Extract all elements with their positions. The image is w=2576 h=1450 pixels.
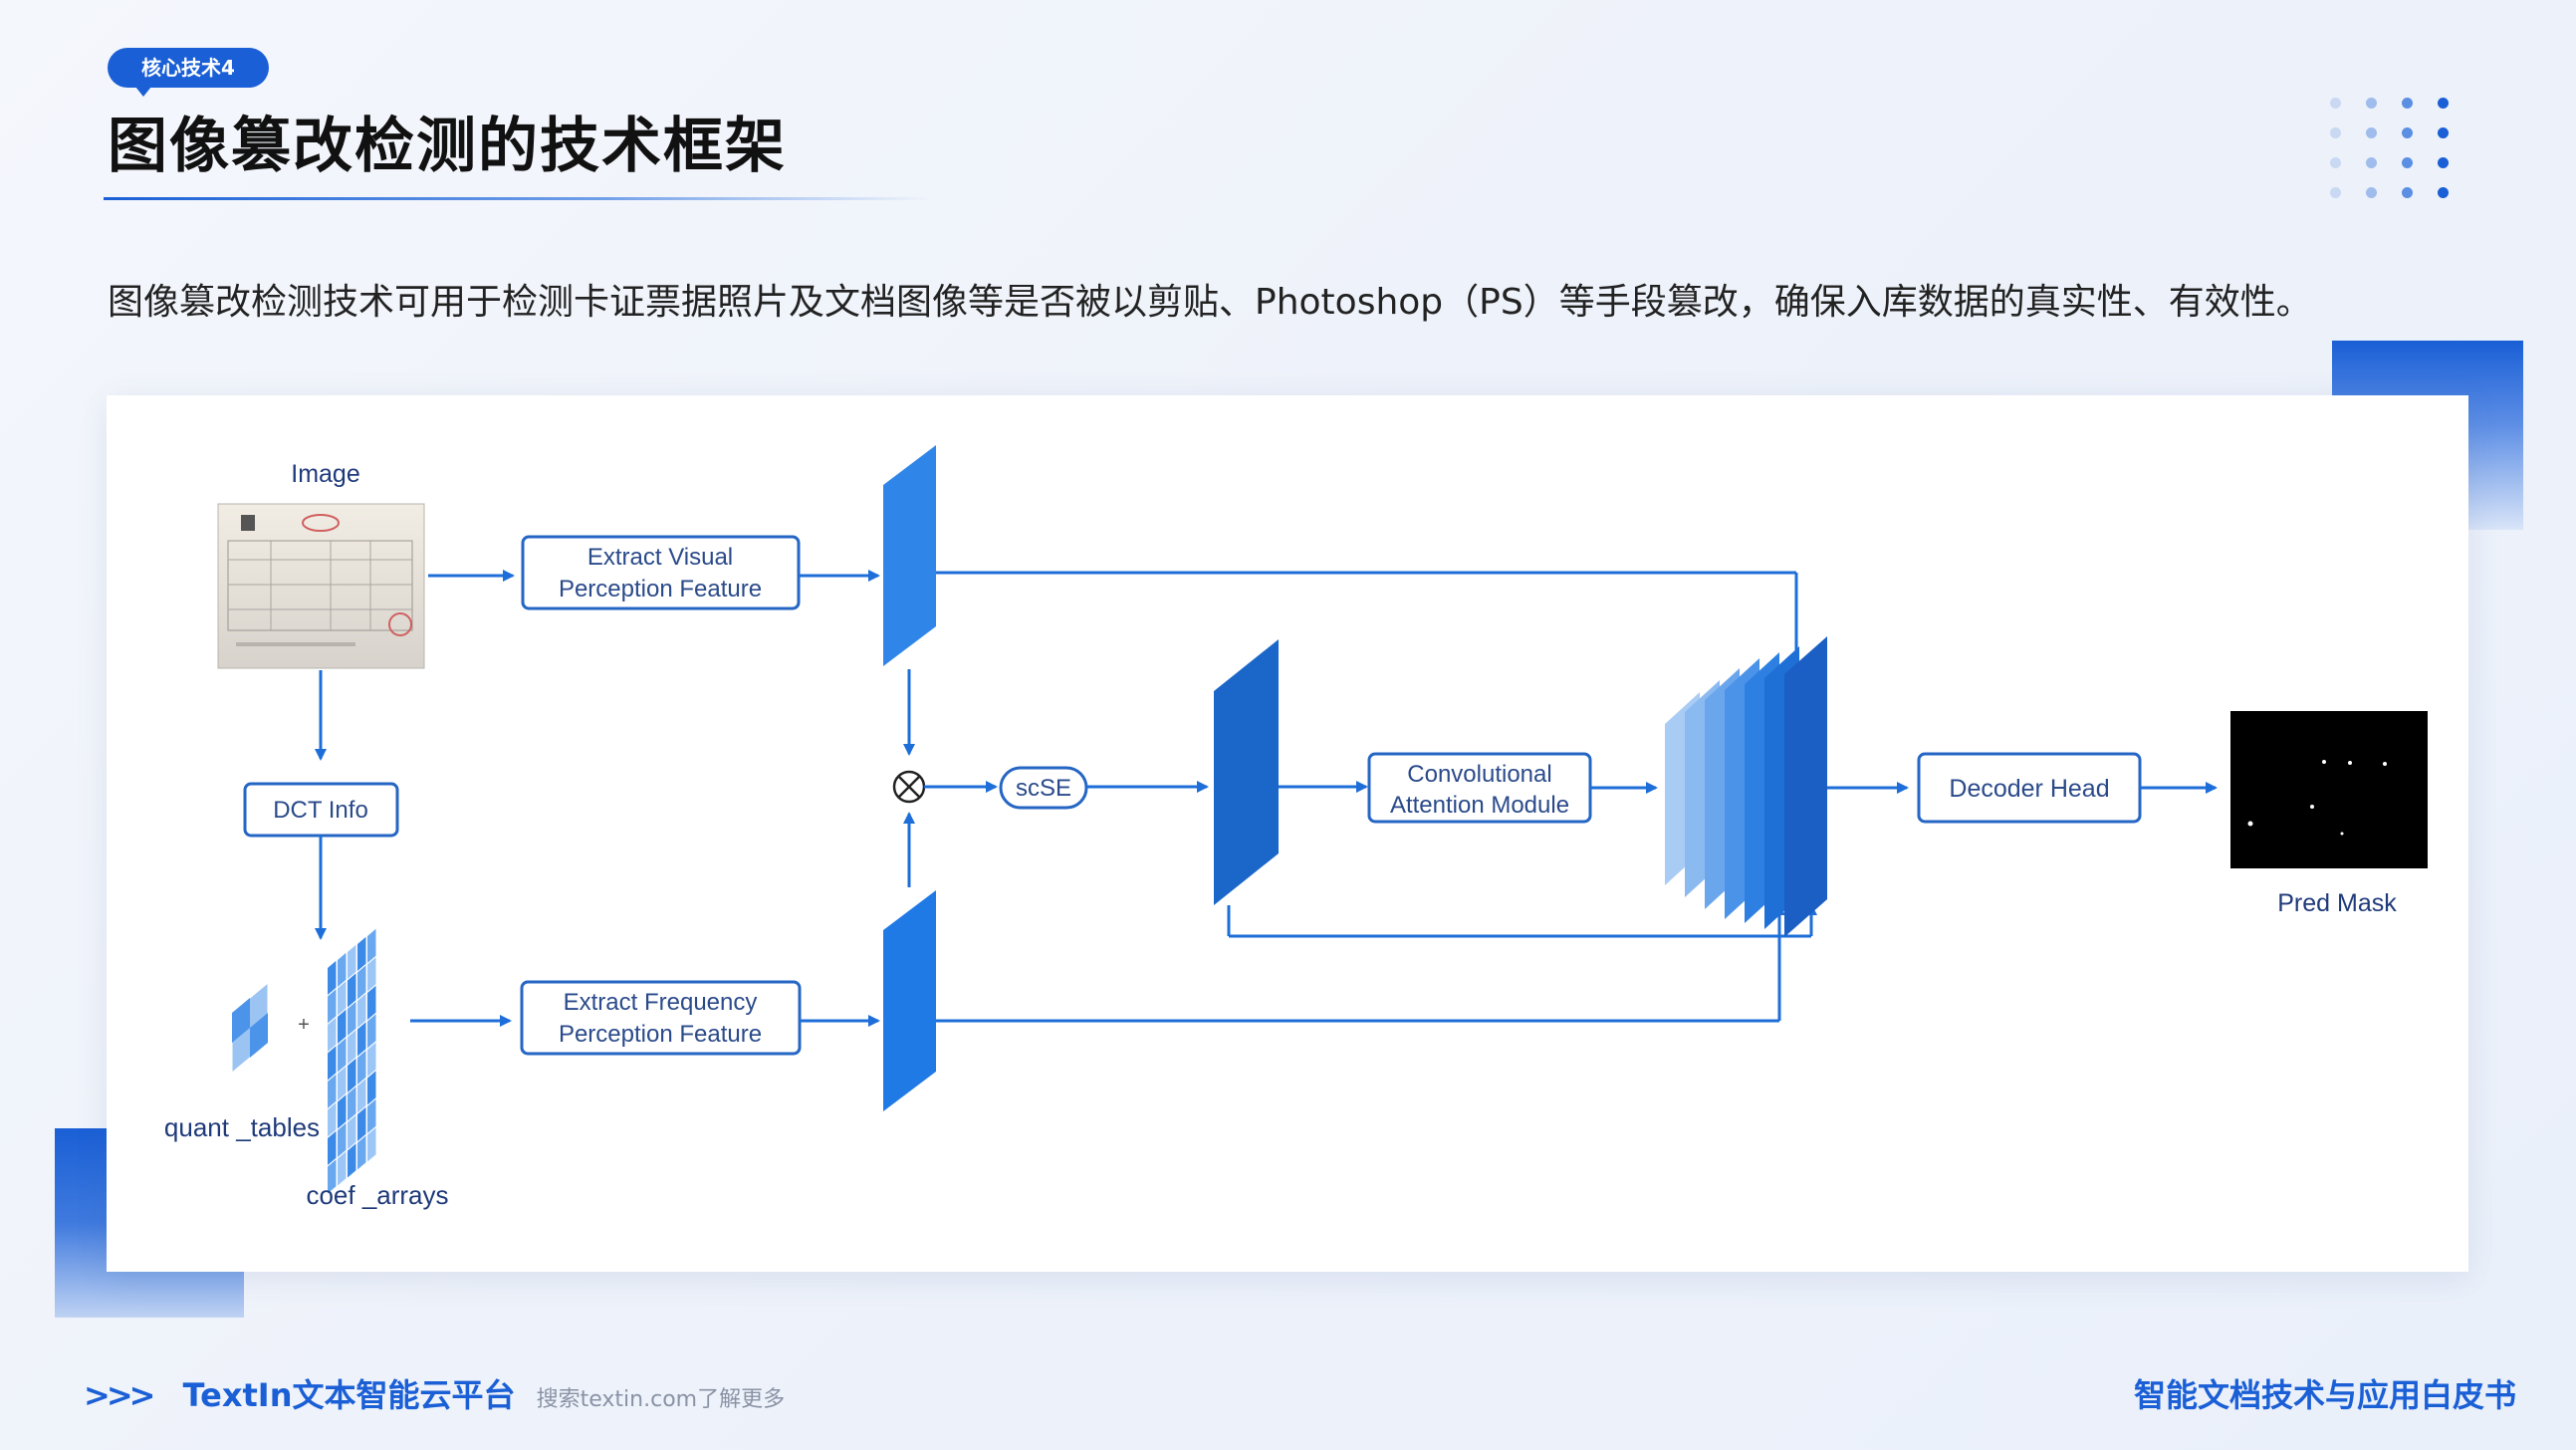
image-label: Image [291, 460, 359, 488]
coef-cell [338, 1009, 347, 1044]
coef-cell [338, 981, 347, 1016]
coef-cell [348, 1087, 356, 1121]
coef-cell [357, 1079, 366, 1113]
fused-feature-block [1214, 639, 1279, 905]
coef-cell [338, 952, 347, 987]
pred-mask-image [2230, 711, 2428, 868]
frequency-encoder-block [883, 890, 936, 1111]
footer-brand-sub: 搜索textin.com了解更多 [536, 1387, 786, 1412]
page-title: 图像篡改检测的技术框架 [108, 112, 787, 181]
decor-dot [2402, 98, 2413, 109]
coef-cell [367, 1127, 376, 1162]
decor-dot [2330, 98, 2341, 109]
coef-cell [348, 1114, 356, 1149]
frequency-feature-line-1: Extract Frequency [564, 989, 758, 1016]
decor-dot [2438, 187, 2449, 198]
page-description: 图像篡改检测技术可用于检测卡证票据照片及文档图像等是否被以剪贴、Photosho… [108, 282, 2312, 323]
footer-doc-title: 智能文档技术与应用白皮书 [2133, 1376, 2516, 1414]
coef-cell [357, 1135, 366, 1170]
decor-dot [2366, 187, 2377, 198]
coef-cell [357, 936, 366, 971]
coef-cell [348, 1030, 356, 1065]
coef-cell [357, 1022, 366, 1057]
diagram-panel: Image Extract Visual Perception Feature … [107, 395, 2468, 1272]
coef-cell [348, 944, 356, 979]
visual-encoder-block [883, 445, 936, 666]
coef-cell [367, 928, 376, 963]
coef-cell [328, 1017, 337, 1052]
dct-info-label: DCT Info [273, 797, 368, 824]
coef-cell [328, 960, 337, 995]
footer-brand-name: TextIn文本智能云平台 [182, 1376, 516, 1414]
decor-dot [2438, 127, 2449, 138]
decor-dot [2330, 187, 2341, 198]
decor-dot [2330, 157, 2341, 168]
section-tag: 核心技术4 [108, 48, 269, 97]
coef-cell [348, 973, 356, 1008]
coef-cell [348, 1143, 356, 1178]
coef-cell [328, 1159, 337, 1194]
visual-feature-line-2: Perception Feature [559, 576, 762, 603]
decoder-head-label: Decoder Head [1949, 775, 2109, 803]
pred-mask-label: Pred Mask [2277, 889, 2397, 917]
coef-cell [338, 1151, 347, 1186]
multi-scale-feature-stack [1665, 636, 1827, 937]
coef-arrays-grid [328, 928, 376, 1194]
visual-feature-line-1: Extract Visual [587, 544, 733, 571]
coef-cell [348, 1058, 356, 1092]
coef-cell [367, 1042, 376, 1077]
decor-dot [2366, 98, 2377, 109]
coef-cell [328, 1046, 337, 1081]
input-document-photo [217, 503, 425, 669]
decor-dot [2438, 157, 2449, 168]
extract-visual-feature-box [521, 535, 801, 610]
coef-cell [338, 1066, 347, 1100]
coef-cell [367, 1098, 376, 1133]
cam-line-1: Convolutional [1407, 761, 1551, 788]
decor-dot [2366, 127, 2377, 138]
coef-cell [367, 985, 376, 1020]
frequency-feature-line-2: Perception Feature [559, 1021, 762, 1048]
footer-brand: >>> TextIn文本智能云平台 搜索textin.com了解更多 [84, 1370, 785, 1416]
coef-cell [357, 993, 366, 1028]
coef-cell [338, 1094, 347, 1129]
coef-cell [367, 1014, 376, 1049]
decor-dot [2330, 127, 2341, 138]
framework-diagram: Image Extract Visual Perception Feature … [164, 445, 2428, 1210]
coef-arrays-label: coef _arrays [306, 1180, 448, 1210]
coef-cell [367, 1071, 376, 1105]
coef-cell [338, 1038, 347, 1073]
chevrons-icon: >>> [84, 1376, 155, 1414]
plus-sign: + [298, 1014, 310, 1036]
decor-dot [2402, 187, 2413, 198]
coef-cell [357, 1106, 366, 1141]
coef-cell [328, 1102, 337, 1137]
decor-dot [2402, 127, 2413, 138]
decor-dot [2366, 157, 2377, 168]
coef-cell [357, 965, 366, 1000]
extract-frequency-feature-box [520, 980, 802, 1056]
coef-cell [348, 1001, 356, 1036]
decor-dot [2438, 98, 2449, 109]
title-underline [104, 197, 930, 200]
coef-cell [328, 989, 337, 1024]
dot-grid-decoration [2330, 98, 2469, 207]
decor-dot [2402, 157, 2413, 168]
multiply-node [892, 770, 926, 804]
coef-cell [328, 1074, 337, 1108]
coef-cell [367, 957, 376, 992]
cam-line-2: Attention Module [1390, 792, 1569, 819]
scse-label: scSE [1016, 775, 1071, 802]
coef-cell [357, 1050, 366, 1085]
coef-cell [338, 1122, 347, 1157]
quant-tables-label: quant _tables [164, 1112, 320, 1142]
quant-tables-icon [231, 981, 269, 1075]
coef-cell [328, 1130, 337, 1165]
